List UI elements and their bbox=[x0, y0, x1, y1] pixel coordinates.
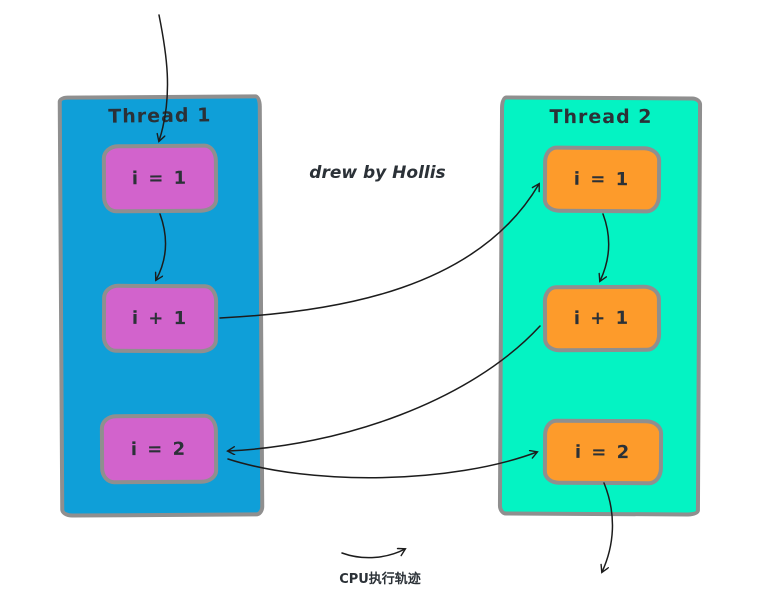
thread2-node-i-plus-1: i + 1 bbox=[542, 284, 662, 353]
thread2-node-i-equals-1: i = 1 bbox=[542, 145, 662, 214]
thread2-node-i-equals-2: i = 2 bbox=[542, 418, 664, 486]
legend-arrow bbox=[341, 549, 405, 559]
arrow-t1-iplus1-to-t2-i1 bbox=[219, 184, 539, 319]
thread1-title: Thread 1 bbox=[108, 104, 212, 128]
thread1-node-i-equals-2: i = 2 bbox=[99, 413, 219, 485]
arrow-t2-iplus1-to-t1-i2 bbox=[228, 325, 541, 451]
thread1-node-i-plus-1: i + 1 bbox=[101, 283, 219, 354]
thread2-title: Thread 2 bbox=[549, 105, 653, 129]
arrow-t1-i2-to-t2-i2 bbox=[227, 452, 537, 479]
watermark-text: drew by Hollis bbox=[309, 163, 446, 183]
legend-label: CPU执行轨迹 bbox=[339, 572, 421, 587]
thread1-node-i-equals-1: i = 1 bbox=[101, 143, 219, 214]
